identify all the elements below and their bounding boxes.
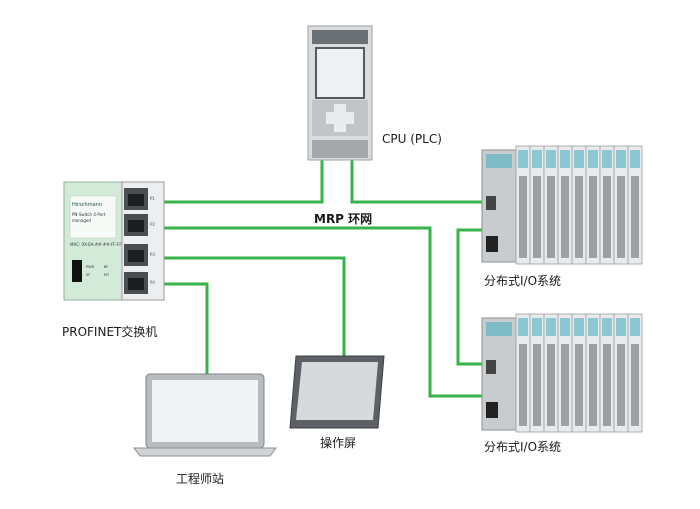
switch-status-4: MT	[104, 273, 110, 277]
io-top-label: 分布式I/O系统	[484, 274, 562, 288]
engineering-station-label: 工程师站	[176, 472, 225, 486]
switch-port-label-4: P4	[150, 280, 155, 285]
cpu-label: CPU (PLC)	[382, 132, 442, 146]
profinet-switch-device: Hirschmann PN-Switch 4-Port managed MAC:…	[63, 181, 165, 301]
distributed-io-top-device	[481, 145, 643, 265]
link-io-top-io-bottom	[456, 228, 482, 366]
link-cpu-io-top	[350, 160, 482, 204]
switch-status-3: BF	[104, 265, 108, 269]
switch-status-1: PWR	[86, 265, 95, 269]
hmi-label: 操作屏	[320, 436, 357, 450]
switch-brand: Hirschmann	[72, 202, 102, 208]
engineering-station-laptop	[133, 373, 277, 457]
ring-label: MRP 环网	[314, 212, 373, 226]
switch-mac: MAC: 0X-0A-##-##-FF-FF	[70, 242, 122, 247]
switch-model-line-2: managed	[72, 218, 91, 223]
network-links	[164, 160, 482, 398]
link-switch-io-bottom	[164, 226, 482, 398]
link-switch-station	[164, 282, 209, 374]
switch-port-label-3: P3	[150, 252, 155, 257]
switch-port-label-2: P2	[150, 222, 155, 227]
switch-model-line-1: PN-Switch 4-Port	[72, 212, 106, 217]
distributed-io-bottom-device	[481, 313, 643, 433]
hmi-panel-device	[289, 355, 385, 429]
io-bottom-label: 分布式I/O系统	[484, 440, 562, 454]
switch-status-2: SF	[86, 273, 90, 277]
switch-port-label-1: P1	[150, 196, 155, 201]
switch-label: PROFINET交换机	[62, 325, 158, 339]
cpu-plc-device	[307, 25, 373, 161]
link-switch-cpu-left	[164, 160, 324, 204]
link-switch-hmi	[164, 256, 346, 356]
